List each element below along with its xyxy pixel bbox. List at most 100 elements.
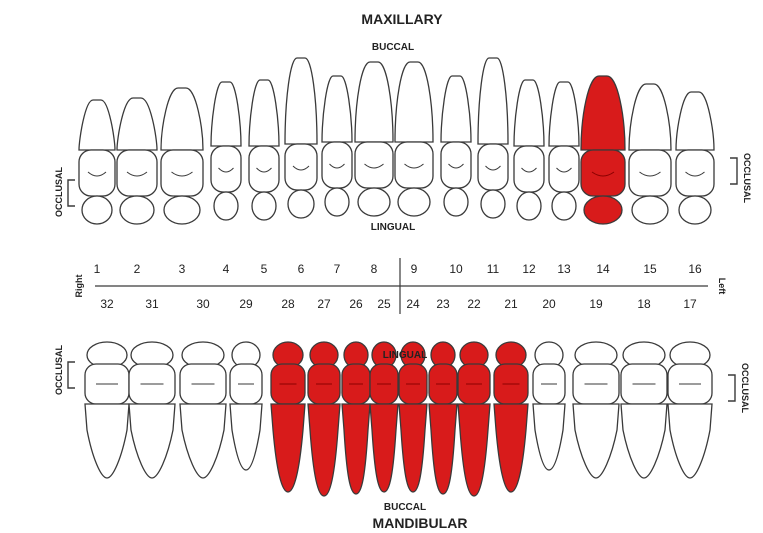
- upper-number-label: 16: [688, 262, 702, 276]
- lower-tooth-29: [230, 342, 262, 470]
- upper-tooth-11: [478, 58, 508, 218]
- upper-tooth-4-lingual: [214, 192, 238, 220]
- lower-number-label: 22: [467, 297, 481, 311]
- upper-number-label: 3: [179, 262, 186, 276]
- upper-tooth-11-root: [478, 58, 508, 144]
- lower-tooth-18: [621, 342, 667, 478]
- upper-tooth-14-lingual: [584, 196, 622, 224]
- lower-tooth-23-root: [429, 404, 457, 494]
- lower-number-label: 25: [377, 297, 391, 311]
- upper-tooth-13-lingual: [552, 192, 576, 220]
- lower-left-bracket: [68, 362, 75, 388]
- lower-tooth-24-root: [399, 404, 427, 492]
- upper-tooth-15-lingual: [632, 196, 668, 224]
- upper-tooth-3-lingual: [164, 196, 200, 224]
- lower-tooth-25-root: [370, 404, 398, 492]
- upper-tooth-12-lingual: [517, 192, 541, 220]
- upper-left-bracket: [68, 180, 75, 206]
- upper-number-label: 11: [487, 262, 500, 276]
- upper-tooth-11-occlusal: [478, 144, 508, 190]
- upper-tooth-9-occlusal: [395, 142, 433, 188]
- lower-tooth-31: [129, 342, 175, 478]
- upper-tooth-15-occlusal: [629, 150, 671, 196]
- lower-lingual-label: LINGUAL: [383, 350, 427, 361]
- lower-tooth-32: [85, 342, 129, 478]
- lower-tooth-26-root: [342, 404, 370, 494]
- upper-tooth-8: [355, 62, 393, 216]
- upper-number-label: 7: [334, 262, 341, 276]
- upper-tooth-5-root: [249, 80, 279, 146]
- lower-number-label: 28: [281, 297, 295, 311]
- lower-tooth-29-root: [230, 404, 262, 470]
- lower-tooth-20: [533, 342, 565, 470]
- upper-tooth-6-occlusal: [285, 144, 317, 190]
- upper-number-label: 10: [449, 262, 463, 276]
- upper-tooth-1-root: [79, 100, 115, 150]
- lower-number-label: 24: [406, 297, 420, 311]
- upper-tooth-16-occlusal: [676, 150, 714, 196]
- upper-tooth-8-root: [355, 62, 393, 142]
- lower-tooth-22-root: [458, 404, 490, 496]
- lower-left-occlusal-label: OCCLUSAL: [54, 345, 64, 395]
- upper-number-label: 15: [643, 262, 657, 276]
- upper-tooth-2-lingual: [120, 196, 154, 224]
- upper-tooth-7: [322, 76, 352, 216]
- lower-number-label: 19: [589, 297, 603, 311]
- upper-tooth-11-lingual: [481, 190, 505, 218]
- lower-tooth-30-root: [180, 404, 226, 478]
- lower-tooth-19: [573, 342, 619, 478]
- lower-right-occlusal-label: OCCLUSAL: [740, 363, 750, 413]
- upper-tooth-6-root: [285, 58, 317, 144]
- lower-tooth-26: [342, 342, 370, 494]
- upper-tooth-2-root: [117, 98, 157, 150]
- upper-tooth-13: [549, 82, 579, 220]
- upper-tooth-2: [117, 98, 157, 224]
- upper-tooth-14-root: [581, 76, 625, 150]
- lower-tooth-22: [458, 342, 490, 496]
- lower-tooth-24: [399, 342, 427, 492]
- upper-tooth-8-occlusal: [355, 142, 393, 188]
- upper-tooth-15-root: [629, 84, 671, 150]
- upper-tooth-5: [249, 80, 279, 220]
- upper-tooth-1-occlusal: [79, 150, 115, 196]
- upper-tooth-5-lingual: [252, 192, 276, 220]
- lower-number-label: 21: [504, 297, 518, 311]
- upper-number-label: 13: [557, 262, 571, 276]
- lower-tooth-30: [180, 342, 226, 478]
- lower-right-bracket: [728, 375, 735, 401]
- upper-tooth-15: [629, 84, 671, 224]
- upper-tooth-9-lingual: [398, 188, 430, 216]
- upper-tooth-10-lingual: [444, 188, 468, 216]
- lower-tooth-27: [308, 342, 340, 496]
- upper-tooth-8-lingual: [358, 188, 390, 216]
- lower-tooth-32-root: [85, 404, 129, 478]
- upper-tooth-1-lingual: [82, 196, 112, 224]
- lower-number-label: 17: [683, 297, 697, 311]
- lower-tooth-18-root: [621, 404, 667, 478]
- upper-tooth-7-root: [322, 76, 352, 142]
- upper-tooth-3-occlusal: [161, 150, 203, 196]
- upper-tooth-7-occlusal: [322, 142, 352, 188]
- upper-tooth-12-root: [514, 80, 544, 146]
- upper-left-occlusal-label: OCCLUSAL: [54, 167, 64, 217]
- upper-tooth-12-occlusal: [514, 146, 544, 192]
- lower-number-label: 29: [239, 297, 253, 311]
- upper-number-label: 2: [134, 262, 141, 276]
- upper-tooth-13-root: [549, 82, 579, 146]
- maxillary-teeth: [79, 58, 714, 224]
- upper-tooth-4-occlusal: [211, 146, 241, 192]
- upper-number-label: 8: [371, 262, 378, 276]
- upper-tooth-4-root: [211, 82, 241, 146]
- upper-tooth-3: [161, 88, 203, 224]
- upper-tooth-7-lingual: [325, 188, 349, 216]
- upper-number-label: 5: [261, 262, 268, 276]
- mandibular-teeth: [85, 342, 712, 496]
- upper-tooth-14-occlusal: [581, 150, 625, 196]
- upper-tooth-9: [395, 62, 433, 216]
- upper-tooth-6-lingual: [288, 190, 314, 218]
- upper-tooth-4: [211, 82, 241, 220]
- lower-tooth-28: [271, 342, 305, 492]
- mandibular-title: MANDIBULAR: [373, 515, 468, 531]
- upper-number-label: 9: [411, 262, 418, 276]
